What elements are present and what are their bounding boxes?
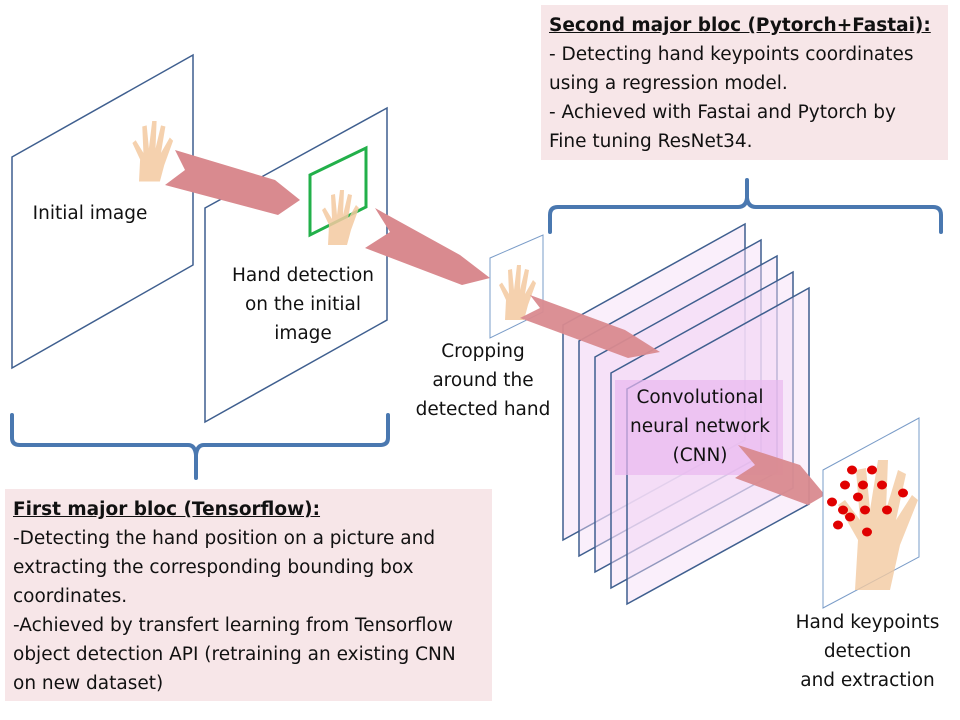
arrow-4 bbox=[735, 445, 825, 505]
keypoints-line-1: Hand keypoints bbox=[795, 612, 940, 633]
cropping-line-3: detected hand bbox=[415, 399, 551, 420]
first-bloc-line: -Achieved by transfert learning from Ten… bbox=[13, 615, 453, 636]
cropping-line-2: around the bbox=[432, 370, 534, 391]
hand-icon-cropped bbox=[499, 265, 536, 320]
second-bloc-line: - Detecting hand keypoints coordinates bbox=[549, 44, 914, 65]
first-bloc-line: object detection API (retraining an exis… bbox=[13, 644, 456, 665]
keypoints-line-2: detection bbox=[823, 641, 912, 662]
cnn-label: Convolutional neural network (CNN) bbox=[615, 383, 785, 470]
cnn-line-1: Convolutional bbox=[636, 387, 764, 408]
initial-image-frame bbox=[11, 53, 194, 370]
keypoints-line-3: and extraction bbox=[800, 670, 935, 691]
second-bloc-line: Fine tuning ResNet34. bbox=[549, 131, 753, 152]
keypoints-label: Hand keypoints detection and extraction bbox=[780, 608, 955, 695]
keypoint-dot bbox=[840, 480, 850, 490]
cropping-line-1: Cropping bbox=[441, 341, 525, 362]
brace-first-bloc bbox=[10, 413, 390, 480]
hand-detection-line-3: image bbox=[274, 323, 332, 344]
keypoint-dot bbox=[847, 465, 857, 475]
first-bloc-line: -Detecting the hand position on a pictur… bbox=[13, 528, 436, 549]
hand-detection-line-2: on the initial bbox=[244, 294, 362, 315]
hand-icon-detected bbox=[322, 190, 359, 245]
first-bloc-box: First major bloc (Tensorflow): -Detectin… bbox=[5, 489, 492, 701]
first-bloc-title: First major bloc (Tensorflow): bbox=[13, 499, 321, 520]
keypoint-dot bbox=[898, 488, 908, 498]
keypoint-dot bbox=[867, 465, 877, 475]
keypoint-dot bbox=[882, 505, 892, 515]
keypoint-dot bbox=[853, 492, 863, 502]
cnn-line-3: (CNN) bbox=[672, 445, 728, 466]
keypoint-dot bbox=[862, 527, 872, 537]
second-bloc-line: - Achieved with Fastai and Pytorch by bbox=[549, 102, 896, 123]
initial-image-label: Initial image bbox=[32, 203, 148, 224]
hand-icon-initial bbox=[132, 121, 174, 182]
second-bloc-box: Second major bloc (Pytorch+Fastai): - De… bbox=[541, 5, 948, 160]
second-bloc-line: using a regression model. bbox=[549, 73, 788, 94]
arrow-1 bbox=[165, 150, 300, 215]
keypoint-dot bbox=[838, 505, 848, 515]
keypoints bbox=[827, 465, 908, 537]
arrow-2 bbox=[365, 208, 490, 285]
arrow-3 bbox=[520, 295, 660, 358]
keypoint-dot bbox=[877, 480, 887, 490]
hand-detection-line-1: Hand detection bbox=[232, 265, 374, 286]
cnn-line-2: neural network bbox=[630, 416, 770, 437]
hand-detection-label: Hand detection on the initial image bbox=[218, 261, 388, 348]
first-bloc-line: coordinates. bbox=[13, 586, 128, 607]
first-bloc-line: on new dataset) bbox=[13, 673, 164, 694]
keypoint-dot bbox=[827, 497, 837, 507]
cropping-label: Cropping around the detected hand bbox=[412, 337, 554, 424]
second-bloc-title: Second major bloc (Pytorch+Fastai): bbox=[549, 15, 931, 36]
keypoint-dot bbox=[860, 505, 870, 515]
keypoint-dot bbox=[858, 480, 868, 490]
keypoint-dot bbox=[845, 512, 855, 522]
first-bloc-line: extracting the corresponding bounding bo… bbox=[13, 557, 414, 578]
brace-second-bloc bbox=[548, 178, 943, 234]
keypoint-dot bbox=[833, 520, 843, 530]
